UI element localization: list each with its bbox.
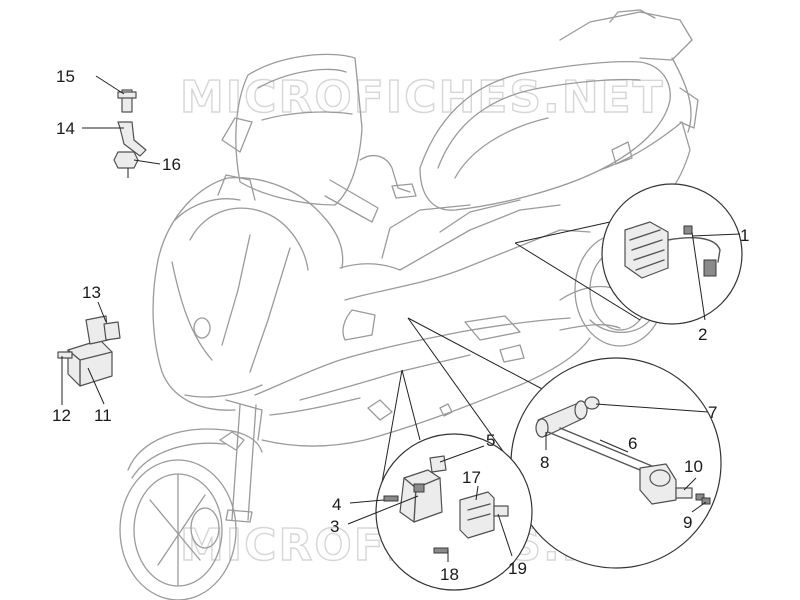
callout-5: 5 (486, 431, 495, 450)
screw-12 (57, 351, 73, 359)
watermark-top: MICROFICHES.NET (180, 72, 665, 123)
callout-17: 17 (462, 468, 481, 487)
mounting-bracket-17 (459, 491, 495, 539)
screw-18 (433, 547, 449, 554)
control-unit-3 (399, 469, 443, 523)
nut-16 (113, 151, 139, 169)
grommet-7 (584, 396, 600, 410)
callout-15: 15 (56, 67, 75, 86)
callout-regulator (514, 183, 743, 325)
callout-2: 2 (698, 325, 707, 344)
bolt-15 (121, 89, 133, 113)
callout-16: 16 (162, 155, 181, 174)
regulator-connector (703, 259, 717, 277)
callout-circle-ecu (375, 433, 533, 591)
screw-2 (683, 225, 693, 235)
screw-4 (383, 495, 399, 502)
callout-harness (407, 317, 722, 569)
scooter-outline (119, 9, 699, 600)
callout-circle-regulator (601, 183, 743, 325)
callout-6: 6 (628, 434, 637, 453)
callout-14: 14 (56, 119, 75, 138)
callout-9: 9 (683, 513, 692, 532)
callout-10: 10 (684, 457, 703, 476)
callout-19: 19 (508, 559, 527, 578)
relay-assembly-11-12-13 (57, 315, 121, 387)
callout-numbers: 1 2 3 4 5 6 7 8 9 10 11 12 13 14 15 16 1… (52, 67, 749, 584)
voltage-regulator-1 (624, 221, 669, 279)
bracket-assembly-14-15-16 (113, 89, 147, 178)
number-leaders (61, 75, 741, 562)
bracket-5 (429, 455, 447, 473)
callout-8: 8 (540, 453, 549, 472)
screw-9 (701, 497, 711, 505)
callout-3: 3 (330, 517, 339, 536)
callout-18: 18 (440, 565, 459, 584)
callout-13: 13 (82, 283, 101, 302)
relay-11 (67, 339, 113, 387)
bracket-10 (675, 487, 693, 499)
bracket-14 (117, 121, 147, 157)
callout-12: 12 (52, 406, 71, 425)
callout-1: 1 (740, 226, 749, 245)
bracket-19 (493, 505, 509, 517)
callout-4: 4 (332, 495, 341, 514)
callout-ecu (375, 369, 533, 591)
callout-11: 11 (94, 406, 112, 425)
callout-7: 7 (708, 403, 717, 422)
